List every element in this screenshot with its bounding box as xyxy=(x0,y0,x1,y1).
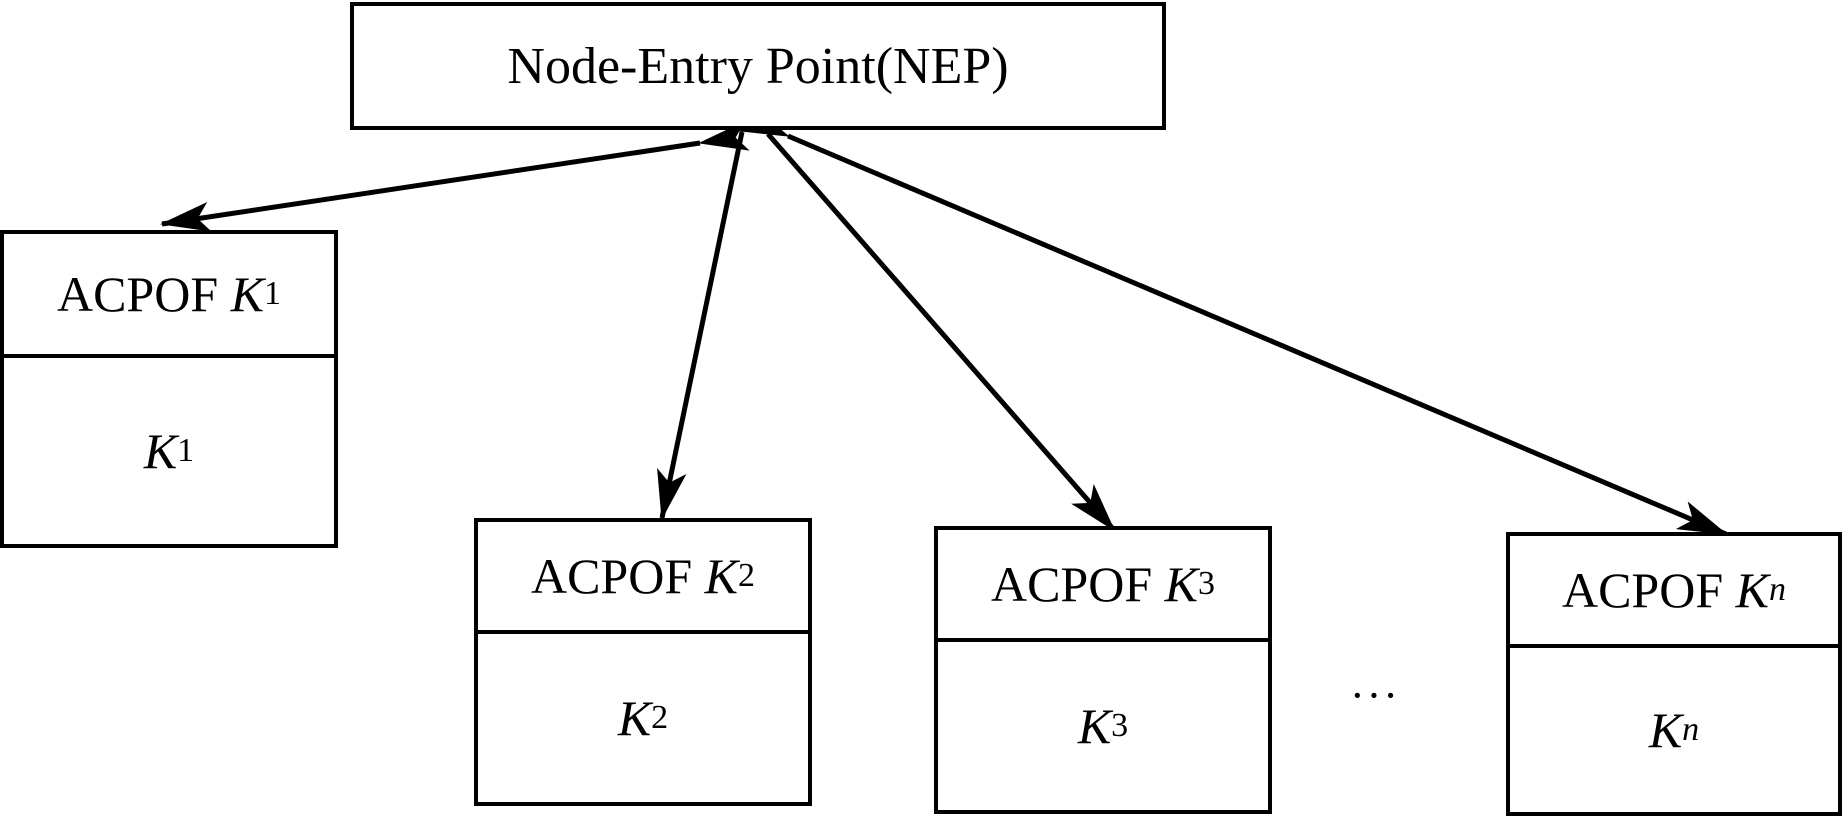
arrow-nep-kn xyxy=(737,103,1728,537)
node-entry-point-box: Node-Entry Point(NEP) xyxy=(350,2,1166,130)
node-title-var: K xyxy=(1735,562,1770,618)
node-title-sub: 2 xyxy=(738,557,756,594)
node-title-var: K xyxy=(1164,556,1199,612)
node-body-var: K xyxy=(1077,698,1112,754)
node-body-sub: 1 xyxy=(177,432,195,469)
node-title: ACPOF K 3 xyxy=(938,530,1268,642)
arrow-nep-k2 xyxy=(657,81,767,520)
node-title: ACPOF K n xyxy=(1510,536,1838,648)
node-body-sub: n xyxy=(1682,711,1700,748)
node-title: ACPOF K 2 xyxy=(478,522,808,634)
node-body: K 3 xyxy=(938,642,1268,810)
acpof-node-k3: ACPOF K 3 K 3 xyxy=(934,526,1272,814)
node-body-var: K xyxy=(143,423,178,479)
node-body-sub: 3 xyxy=(1111,707,1129,744)
node-title-var: K xyxy=(704,548,739,604)
node-body-var: K xyxy=(1648,702,1683,758)
arrow-nep-k1 xyxy=(160,121,750,232)
node-title-prefix: ACPOF xyxy=(990,556,1165,612)
acpof-node-kn: ACPOF K n K n xyxy=(1506,532,1842,816)
node-title: ACPOF K 1 xyxy=(4,234,334,358)
node-body: K 1 xyxy=(4,358,334,544)
acpof-node-k1: ACPOF K 1 K 1 xyxy=(0,230,338,548)
arrow-nep-k3 xyxy=(725,87,1116,532)
node-title-prefix: ACPOF xyxy=(56,266,231,322)
node-title-var: K xyxy=(230,266,265,322)
node-title-prefix: ACPOF xyxy=(1561,562,1736,618)
ellipsis: ··· xyxy=(1350,671,1400,720)
node-entry-point-label: Node-Entry Point(NEP) xyxy=(507,37,1009,95)
node-title-prefix: ACPOF xyxy=(530,548,705,604)
node-body: K 2 xyxy=(478,634,808,802)
node-title-sub: 3 xyxy=(1198,565,1216,602)
node-title-sub: n xyxy=(1769,571,1787,608)
node-body: K n xyxy=(1510,648,1838,812)
acpof-node-k2: ACPOF K 2 K 2 xyxy=(474,518,812,806)
node-body-sub: 2 xyxy=(651,699,669,736)
node-body-var: K xyxy=(617,690,652,746)
node-title-sub: 1 xyxy=(264,275,282,312)
